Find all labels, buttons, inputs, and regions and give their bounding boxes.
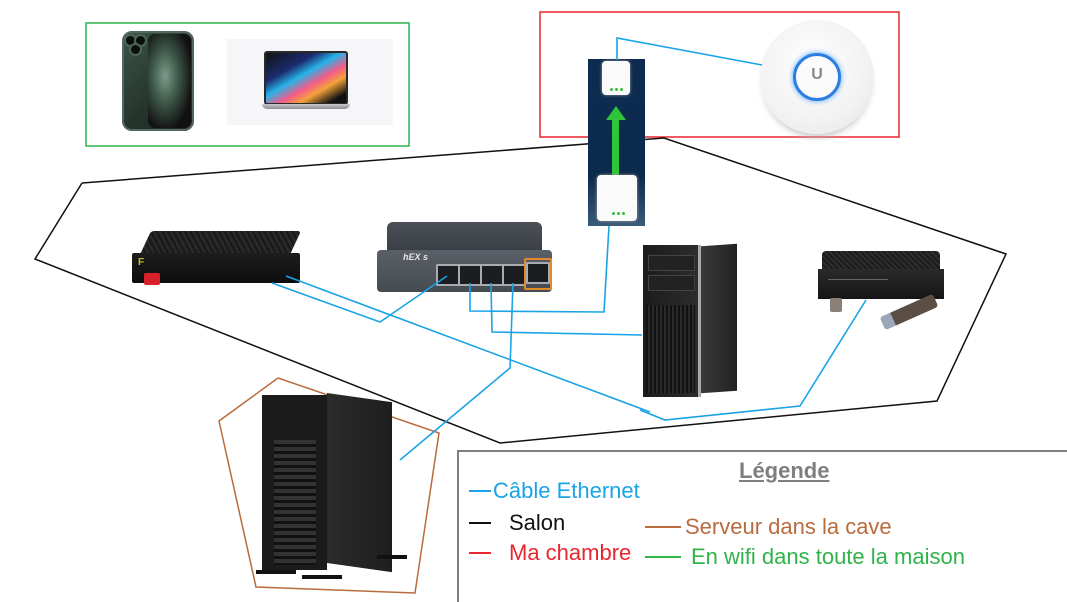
laptop-base <box>262 104 350 109</box>
ap-logo: U <box>811 66 823 83</box>
tv-box-tab <box>830 298 842 312</box>
tv-box-top <box>822 251 940 271</box>
camera-lens-icon <box>126 36 135 45</box>
legend-item-salon: Salon <box>469 510 565 536</box>
tv-box-image <box>818 251 944 301</box>
server-foot <box>256 570 296 574</box>
legend-label: Salon <box>509 510 566 535</box>
router-port-3 <box>480 264 504 286</box>
laptop-image <box>264 51 348 105</box>
wifi-link-arrow-shaft <box>612 117 619 177</box>
status-led <box>620 88 623 91</box>
router-model-label: hEX s <box>403 252 429 262</box>
server-foot <box>377 555 407 559</box>
wifi-access-point-image: U <box>760 20 874 134</box>
home-server-image <box>256 393 407 580</box>
legend-swatch <box>645 556 681 558</box>
legend-swatch <box>469 522 491 524</box>
status-led <box>615 88 618 91</box>
front-grill <box>646 305 695 393</box>
drive-bay <box>648 255 695 271</box>
isp-box-logo: F <box>138 257 145 268</box>
status-led <box>612 212 615 215</box>
tv-box-slot <box>828 279 888 280</box>
camera-lens-icon <box>131 45 140 54</box>
router-front: hEX s <box>377 250 552 292</box>
router-port-4 <box>502 264 526 286</box>
legend-item-wifi: En wifi dans toute la maison <box>645 544 965 570</box>
ap-status-ring: U <box>793 53 841 101</box>
legend-item-ethernet: Câble Ethernet <box>469 478 640 504</box>
legend-swatch <box>645 526 681 528</box>
status-led <box>617 212 620 215</box>
router-port-1 <box>436 264 460 286</box>
legend-swatch <box>469 552 491 554</box>
status-led <box>610 88 613 91</box>
router-top <box>387 222 542 252</box>
legend-item-cave: Serveur dans la cave <box>645 514 892 540</box>
isp-box-image: F <box>132 231 301 291</box>
legend-label: Câble Ethernet <box>493 478 640 503</box>
camera-lens-icon <box>136 36 145 45</box>
powerline-adapter-bottom <box>597 175 637 221</box>
smartphone-screen <box>148 34 191 128</box>
home-server-front <box>262 395 327 570</box>
tv-box-front <box>818 269 944 299</box>
server-foot <box>302 575 342 579</box>
legend-swatch <box>469 490 491 492</box>
legend-label: Serveur dans la cave <box>685 514 892 539</box>
powerline-adapter-top <box>602 61 630 95</box>
isp-box-red-tab <box>144 273 160 285</box>
router-image: hEX s <box>377 222 552 297</box>
home-server-side <box>327 393 392 573</box>
drive-bay <box>648 275 695 291</box>
link-router-to-home-server <box>399 282 514 461</box>
legend-title: Légende <box>739 458 830 483</box>
legend-label: En wifi dans toute la maison <box>691 544 965 569</box>
desktop-pc-image <box>640 242 740 402</box>
smartphone-image <box>122 31 194 131</box>
powerline-adapters-image <box>588 59 645 226</box>
desktop-pc-front <box>643 245 701 397</box>
legend-item-chambre: Ma chambre <box>469 540 631 566</box>
router-port-2 <box>458 264 482 286</box>
router-port-5 <box>526 262 550 284</box>
desktop-pc-side <box>701 243 737 394</box>
status-led <box>622 212 625 215</box>
drive-bays <box>274 440 316 565</box>
legend-label: Ma chambre <box>509 540 632 565</box>
legend: Légende Câble Ethernet Salon Ma chambre … <box>457 450 1067 602</box>
